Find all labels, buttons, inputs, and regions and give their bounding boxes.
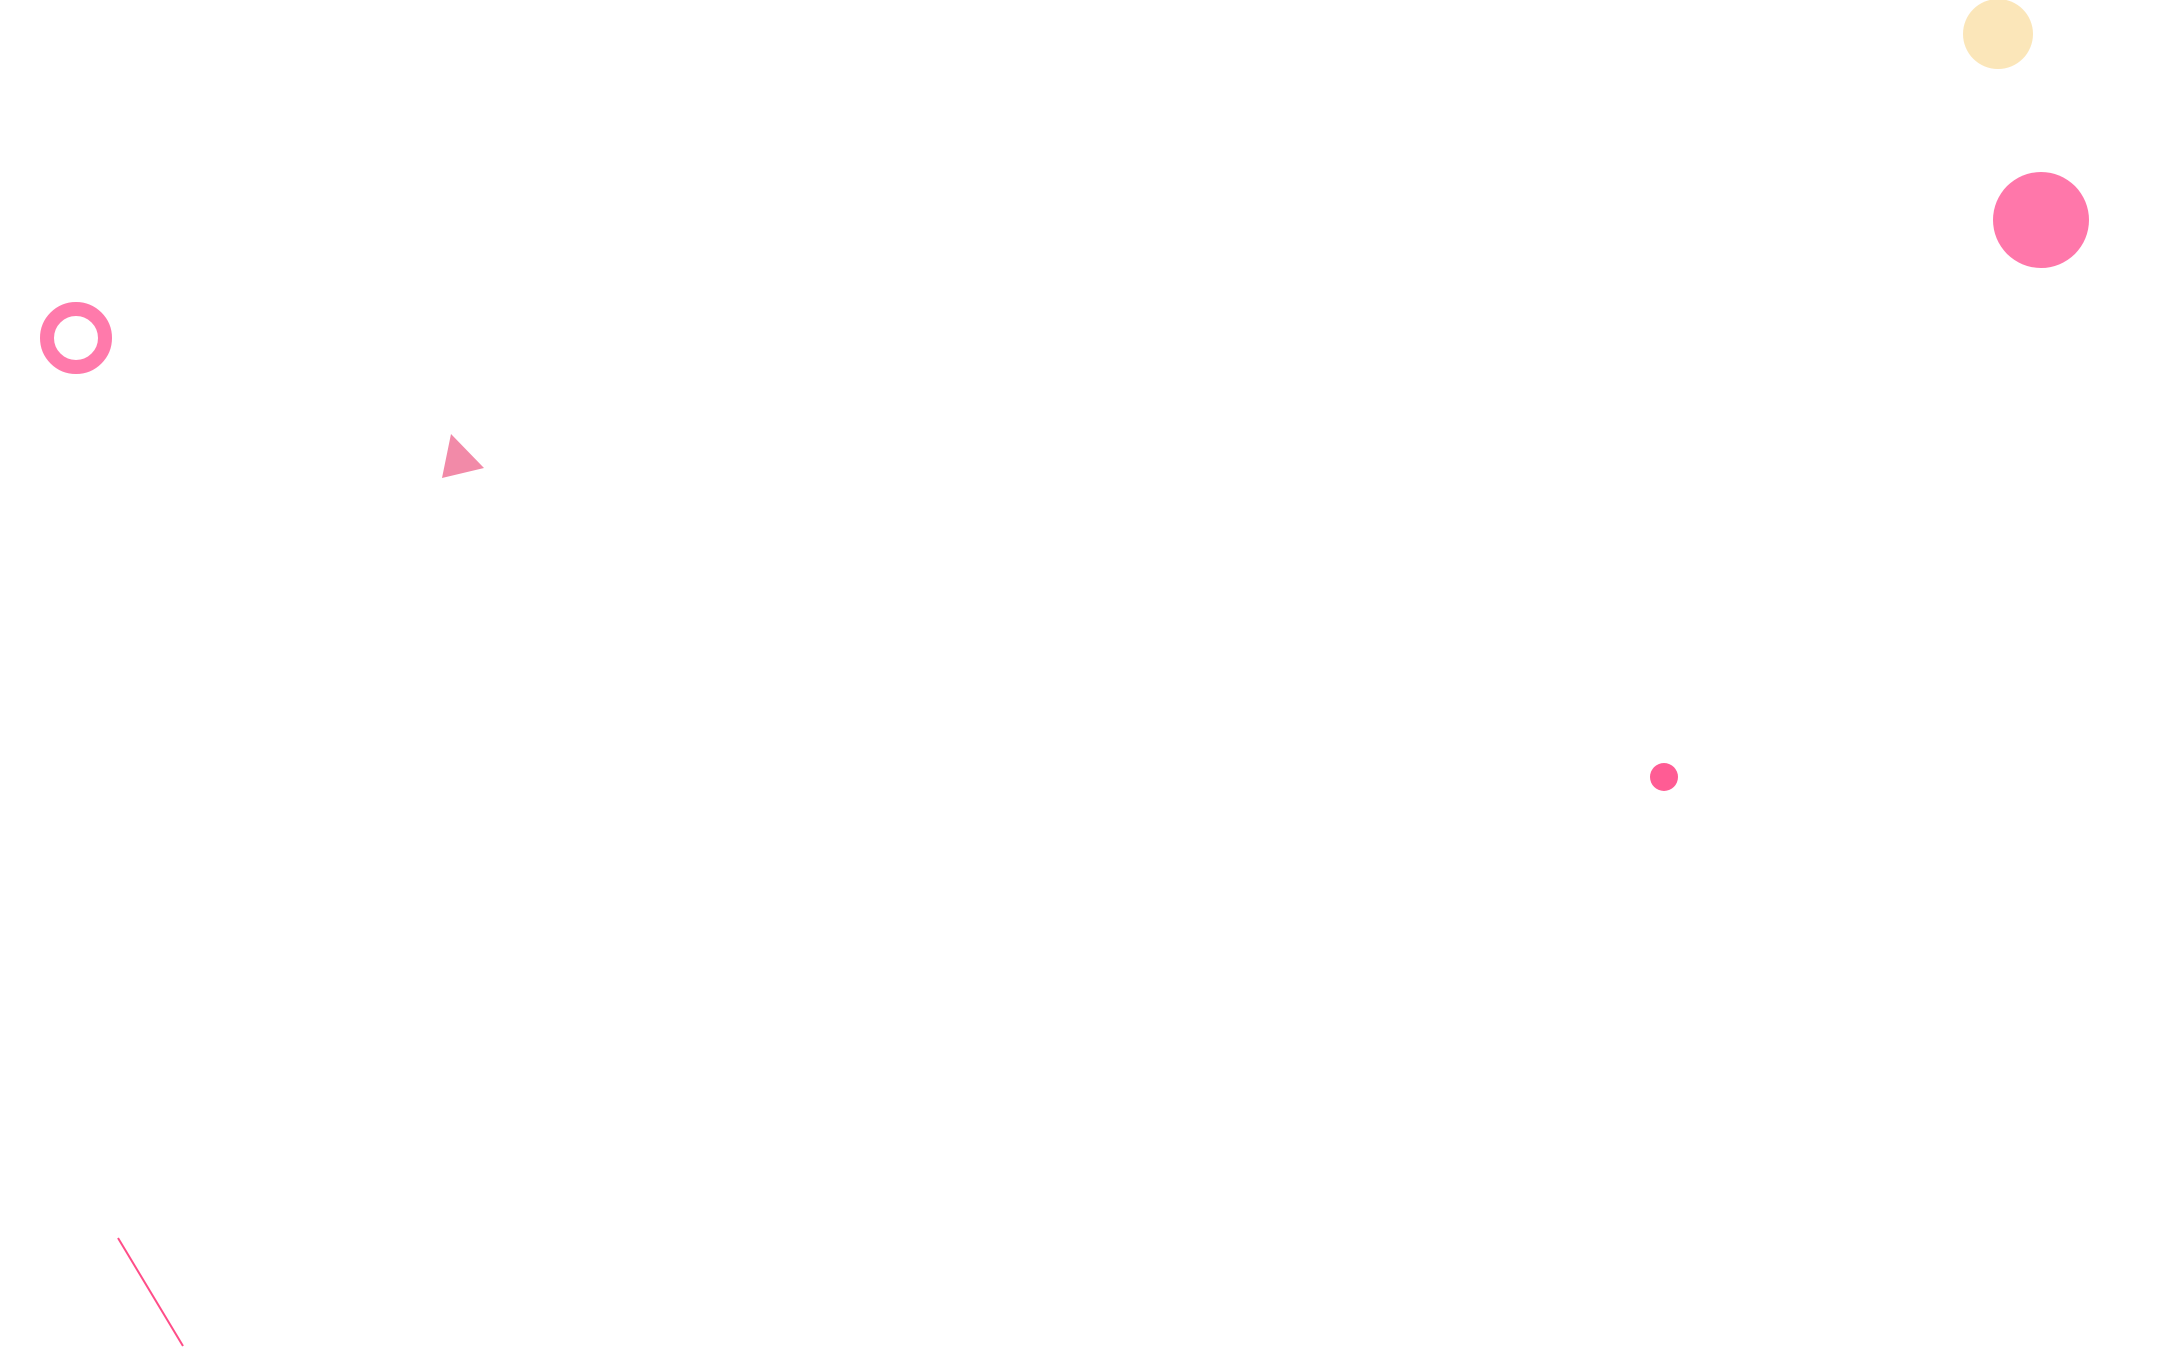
pink-triangle-shape — [442, 434, 484, 478]
pink-circle-large-shape — [1993, 172, 2089, 268]
pink-dot-shape — [1650, 763, 1678, 791]
peach-circle-shape — [1963, 0, 2033, 69]
pink-line-shape — [117, 1237, 184, 1347]
pink-ring-shape — [40, 302, 112, 374]
